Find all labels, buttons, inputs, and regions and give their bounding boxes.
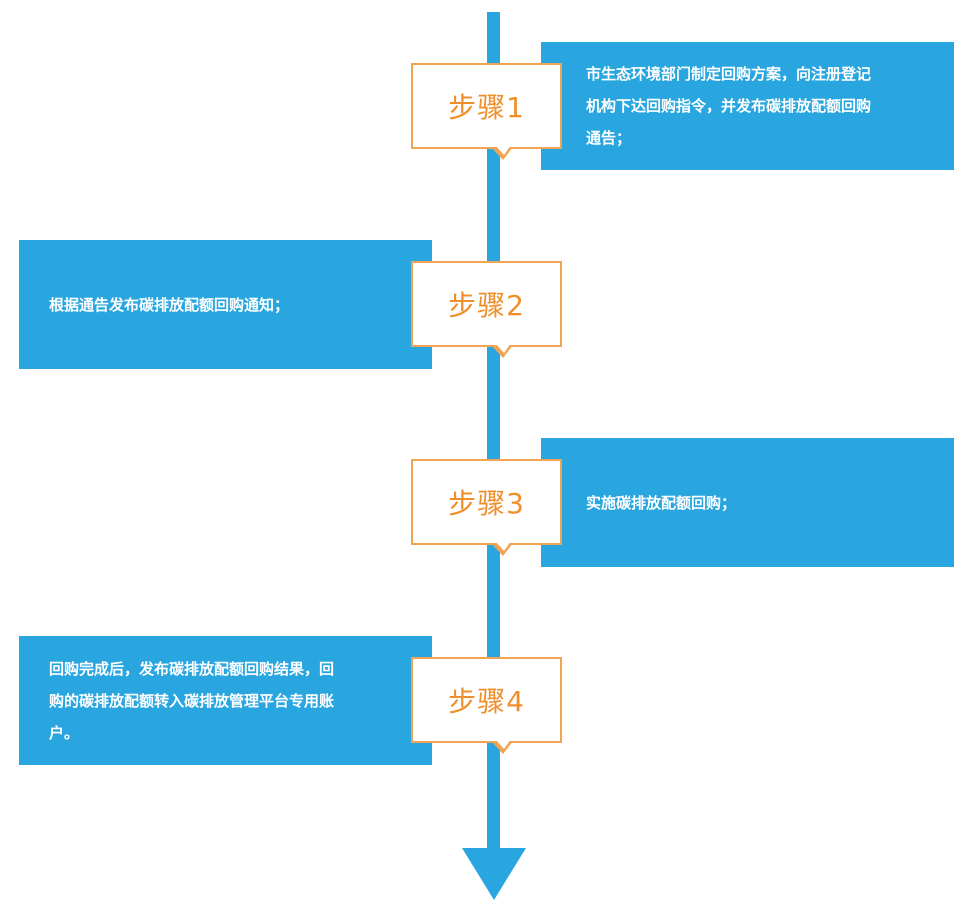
step-3-line-1: 实施碳排放配额回购； [586,493,737,512]
step-4-description: 回购完成后，发布碳排放配额回购结果，回 购的碳排放配额转入碳排放管理平台专用账 … [19,636,432,765]
step-1-line-2: 机构下达回购指令，并发布碳排放配额回购 [586,97,872,115]
step-4-callout-tail [491,739,513,754]
step-1-label-text: 步骤1 [448,91,525,124]
step-4-label-text: 步骤4 [448,685,525,718]
step-1-callout-tail [491,145,513,160]
step-4-line-2: 购的碳排放配额转入碳排放管理平台专用账 [49,691,335,710]
timeline-arrow-down-icon [462,848,526,900]
step-3-label-text: 步骤3 [448,487,525,520]
step-2-label: 步骤2 [411,261,562,358]
step-3-label: 步骤3 [411,459,562,556]
step-2-callout-tail [491,343,513,358]
step-1-line-1: 市生态环境部门制定回购方案，向注册登记 [586,65,872,83]
step-1-description: 市生态环境部门制定回购方案，向注册登记 机构下达回购指令，并发布碳排放配额回购 … [541,42,954,170]
step-4-line-3: 户。 [49,723,80,742]
step-2-description: 根据通告发布碳排放配额回购通知； [19,240,432,369]
step-1-label: 步骤1 [411,63,562,160]
step-1-line-3: 通告； [586,129,632,147]
timeline-axis [487,12,500,852]
step-4-label: 步骤4 [411,657,562,754]
step-2-line-1: 根据通告发布碳排放配额回购通知； [49,295,290,314]
step-4-line-1: 回购完成后，发布碳排放配额回购结果，回 [49,659,335,678]
step-2-label-text: 步骤2 [448,289,525,322]
step-3-description: 实施碳排放配额回购； [541,438,954,567]
step-3-callout-tail [491,541,513,556]
